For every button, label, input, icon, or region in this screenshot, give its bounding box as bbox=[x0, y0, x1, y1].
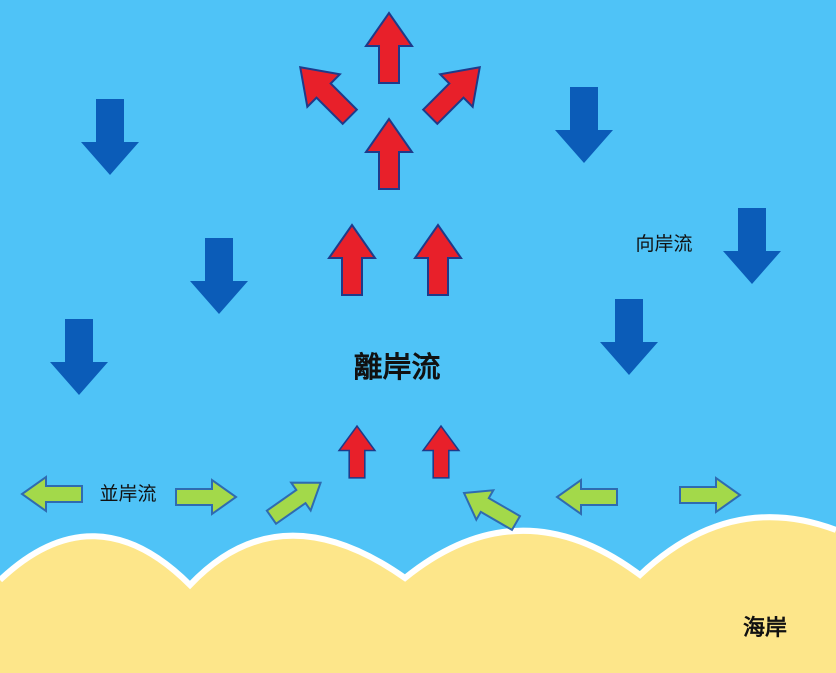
onshore-current-label: 向岸流 bbox=[635, 233, 692, 255]
surf-foam-line bbox=[0, 514, 836, 590]
rip-current-label: 離岸流 bbox=[353, 350, 440, 384]
longshore-current-label: 並岸流 bbox=[99, 483, 156, 505]
shore-label: 海岸 bbox=[743, 615, 787, 641]
sand-shore bbox=[0, 517, 836, 673]
